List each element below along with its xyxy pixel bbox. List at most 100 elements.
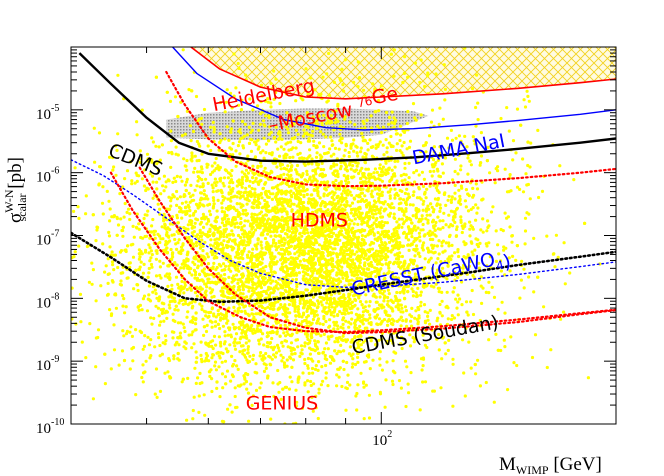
- scatter-point: [468, 227, 472, 231]
- scatter-point: [348, 222, 352, 226]
- scatter-point: [357, 171, 361, 176]
- scatter-point: [441, 171, 445, 175]
- scatter-point: [84, 212, 88, 216]
- scatter-point: [166, 284, 170, 288]
- scatter-point: [200, 304, 204, 308]
- scatter-point: [398, 138, 402, 143]
- scatter-point: [329, 334, 333, 339]
- scatter-point: [316, 251, 320, 255]
- scatter-point: [245, 387, 249, 391]
- scatter-point: [199, 357, 204, 361]
- scatter-point: [481, 217, 485, 221]
- scatter-point: [119, 279, 123, 283]
- scatter-point: [205, 323, 209, 327]
- scatter-point: [264, 204, 268, 208]
- scatter-point: [393, 246, 397, 250]
- scatter-point: [185, 315, 189, 319]
- scatter-point: [200, 307, 204, 312]
- scatter-point: [336, 172, 340, 176]
- scatter-point: [386, 249, 390, 253]
- scatter-point: [324, 371, 328, 375]
- scatter-point: [444, 352, 448, 356]
- scatter-point: [233, 347, 238, 351]
- scatter-point: [107, 234, 112, 238]
- scatter-point: [438, 209, 442, 213]
- scatter-point: [219, 264, 223, 268]
- scatter-point: [460, 303, 464, 307]
- scatter-point: [135, 212, 139, 216]
- scatter-point: [258, 218, 263, 222]
- scatter-point: [309, 193, 313, 197]
- scatter-point: [273, 355, 278, 359]
- scatter-point: [269, 291, 273, 295]
- scatter-point: [559, 317, 563, 321]
- scatter-point: [419, 304, 423, 308]
- scatter-point: [458, 194, 462, 198]
- scatter-point: [274, 140, 278, 144]
- scatter-point: [174, 179, 178, 184]
- scatter-point: [321, 322, 325, 326]
- scatter-point: [222, 176, 227, 180]
- scatter-point: [266, 232, 270, 236]
- scatter-point: [326, 384, 330, 388]
- scatter-point: [221, 386, 225, 390]
- scatter-point: [420, 170, 424, 174]
- scatter-point: [411, 102, 416, 106]
- scatter-point: [340, 141, 344, 145]
- scatter-point: [454, 234, 458, 238]
- scatter-point: [453, 220, 457, 224]
- scatter-point: [325, 312, 329, 316]
- scatter-point: [318, 274, 322, 278]
- scatter-point: [274, 351, 279, 355]
- scatter-point: [192, 230, 196, 234]
- scatter-point: [103, 382, 107, 386]
- scatter-point: [321, 256, 325, 260]
- scatter-point: [318, 295, 322, 299]
- scatter-point: [185, 418, 189, 422]
- scatter-point: [231, 119, 235, 123]
- scatter-point: [296, 345, 300, 349]
- scatter-point: [136, 288, 140, 293]
- scatter-point: [279, 229, 283, 233]
- scatter-point: [366, 141, 370, 145]
- scatter-point: [440, 244, 444, 248]
- scatter-point: [413, 180, 417, 184]
- scatter-point: [188, 124, 192, 128]
- scatter-point: [343, 58, 347, 62]
- scatter-point: [290, 177, 294, 181]
- scatter-point: [222, 184, 226, 188]
- scatter-point: [421, 364, 425, 368]
- scatter-point: [242, 382, 246, 386]
- scatter-point: [234, 164, 238, 168]
- scatter-point: [306, 390, 310, 394]
- scatter-point: [267, 354, 271, 358]
- scatter-point: [233, 394, 237, 399]
- scatter-point: [198, 246, 202, 250]
- scatter-point: [289, 165, 294, 169]
- scatter-point: [443, 98, 447, 102]
- scatter-point: [227, 275, 231, 279]
- scatter-point: [326, 279, 330, 283]
- scatter-point: [414, 216, 418, 220]
- scatter-point: [280, 203, 284, 207]
- scatter-point: [350, 317, 354, 321]
- scatter-point: [309, 357, 313, 361]
- scatter-point: [164, 334, 168, 338]
- scatter-point: [408, 139, 413, 143]
- scatter-point: [341, 322, 345, 326]
- scatter-point: [149, 316, 153, 320]
- scatter-point: [294, 146, 298, 150]
- scatter-point: [201, 184, 205, 188]
- scatter-point: [437, 252, 441, 256]
- scatter-point: [518, 296, 522, 300]
- scatter-point: [359, 191, 363, 195]
- scatter-point: [449, 198, 454, 202]
- scatter-point: [103, 270, 107, 274]
- scatter-point: [200, 171, 204, 175]
- scatter-point: [295, 282, 299, 286]
- scatter-point: [287, 303, 291, 307]
- scatter-point: [402, 290, 406, 294]
- scatter-point: [400, 217, 404, 221]
- scatter-point: [350, 365, 354, 369]
- scatter-point: [91, 397, 95, 401]
